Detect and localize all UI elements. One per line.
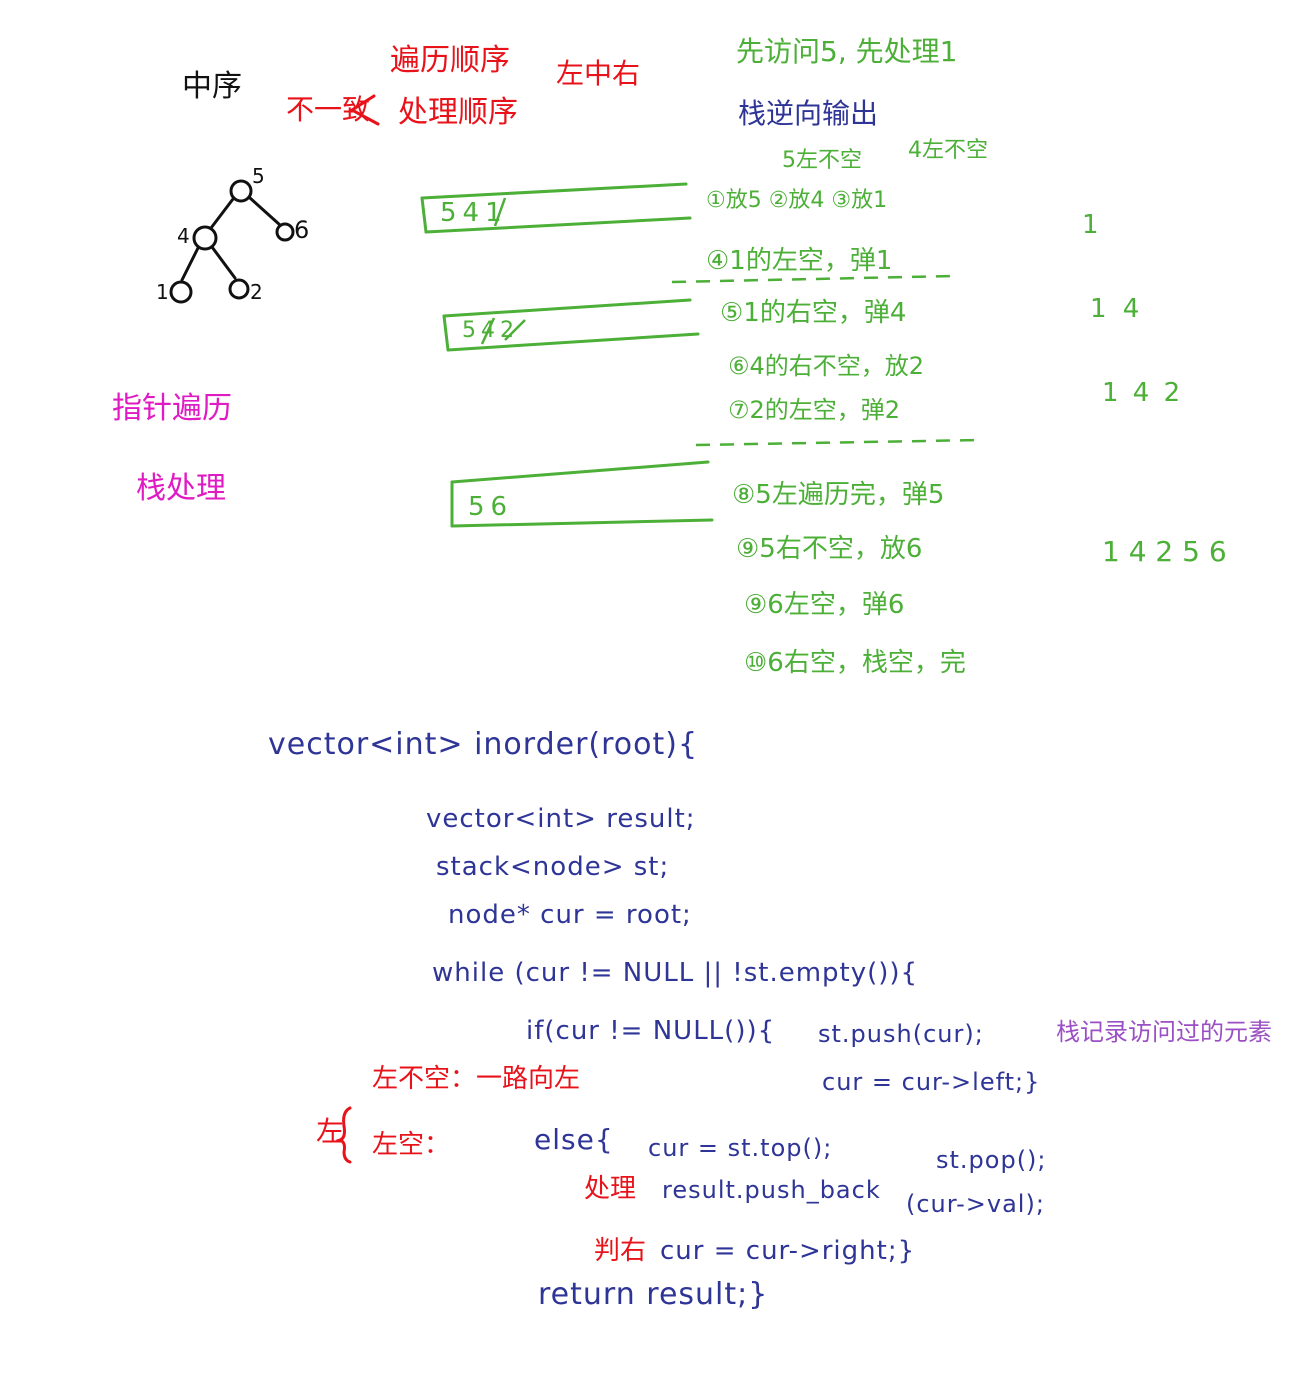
tree-node-2: 2 xyxy=(250,280,263,304)
stack-content-3: 56 xyxy=(468,492,514,522)
step-line: ⑨6左空，弹6 xyxy=(744,590,905,620)
code-line: cur = cur->left;} xyxy=(822,1068,1041,1096)
step-line: ①放5 ②放4 ③放1 xyxy=(706,188,888,213)
step-line: ⑤1的右空，弹4 xyxy=(720,298,907,328)
stack-processing-note: 栈处理 xyxy=(136,471,226,506)
left-brace xyxy=(335,1106,352,1164)
step-line: ⑥4的右不空，放2 xyxy=(728,352,925,380)
left-label: 左 xyxy=(316,1115,345,1148)
page-title: 中序 xyxy=(182,69,242,104)
process-note: 处理 xyxy=(584,1174,637,1204)
tree-node-1: 1 xyxy=(156,280,169,304)
inconsistent-bracket xyxy=(349,94,380,126)
step-line: ⑩6右空，栈空，完 xyxy=(744,648,966,678)
four-left-note: 4左不空 xyxy=(908,138,988,163)
lmr-label: 左中右 xyxy=(556,57,641,90)
output-value: 1 4 2 5 6 xyxy=(1102,535,1227,568)
stack-content-2: 542 xyxy=(462,318,519,343)
code-line: (cur->val); xyxy=(906,1190,1045,1218)
pointer-traversal-note: 指针遍历 xyxy=(112,391,232,426)
code-line: st.push(cur); xyxy=(818,1020,984,1048)
stack-box-3 xyxy=(450,460,714,528)
code-signature: vector<int> inorder(root){ xyxy=(268,727,699,762)
step-line: ⑨5右不空，放6 xyxy=(736,534,923,564)
code-line: node* cur = root; xyxy=(448,900,692,930)
code-line: cur = st.top(); xyxy=(648,1134,833,1162)
tree-node-6: 6 xyxy=(294,216,310,244)
judge-right-note: 判右 xyxy=(594,1236,647,1266)
tree-node-4: 4 xyxy=(177,224,190,248)
code-line: return result;} xyxy=(538,1277,769,1312)
step-line: ⑦2的左空，弹2 xyxy=(728,396,901,424)
visit-first-note: 先访问5, 先处理1 xyxy=(736,35,958,68)
left-empty-note: 左空： xyxy=(372,1130,451,1160)
processing-order-label: 处理顺序 xyxy=(398,95,518,130)
stack-output-note: 栈逆向输出 xyxy=(738,97,879,130)
code-line: result.push_back xyxy=(662,1176,881,1204)
tree-diagram xyxy=(169,179,295,304)
stack-content-1: 541 xyxy=(440,198,508,228)
stack-record-note: 栈记录访问过的元素 xyxy=(1056,1018,1272,1046)
stack-box-1 xyxy=(420,182,692,234)
output-value: 1 4 xyxy=(1090,294,1144,324)
step-line: ⑧5左遍历完，弹5 xyxy=(732,480,945,510)
five-left-note: 5左不空 xyxy=(782,148,862,173)
code-line: st.pop(); xyxy=(936,1146,1047,1174)
code-line: stack<node> st; xyxy=(436,852,670,882)
code-line: while (cur != NULL || !st.empty()){ xyxy=(432,958,919,988)
tree-node-5: 5 xyxy=(252,164,265,188)
left-nonempty-note: 左不空：一路向左 xyxy=(372,1064,581,1094)
output-value: 1 4 2 xyxy=(1102,378,1184,408)
code-line: else{ xyxy=(534,1123,614,1156)
code-line: cur = cur->right;} xyxy=(660,1236,916,1266)
code-line: if(cur != NULL()){ xyxy=(526,1016,776,1046)
traversal-order-label: 遍历顺序 xyxy=(390,43,510,78)
step-line: ④1的左空，弹1 xyxy=(706,246,893,276)
output-value: 1 xyxy=(1082,210,1099,240)
inconsistent-label: 不一致 xyxy=(286,93,371,126)
stack-box-2 xyxy=(442,298,700,352)
code-line: vector<int> result; xyxy=(426,804,696,834)
